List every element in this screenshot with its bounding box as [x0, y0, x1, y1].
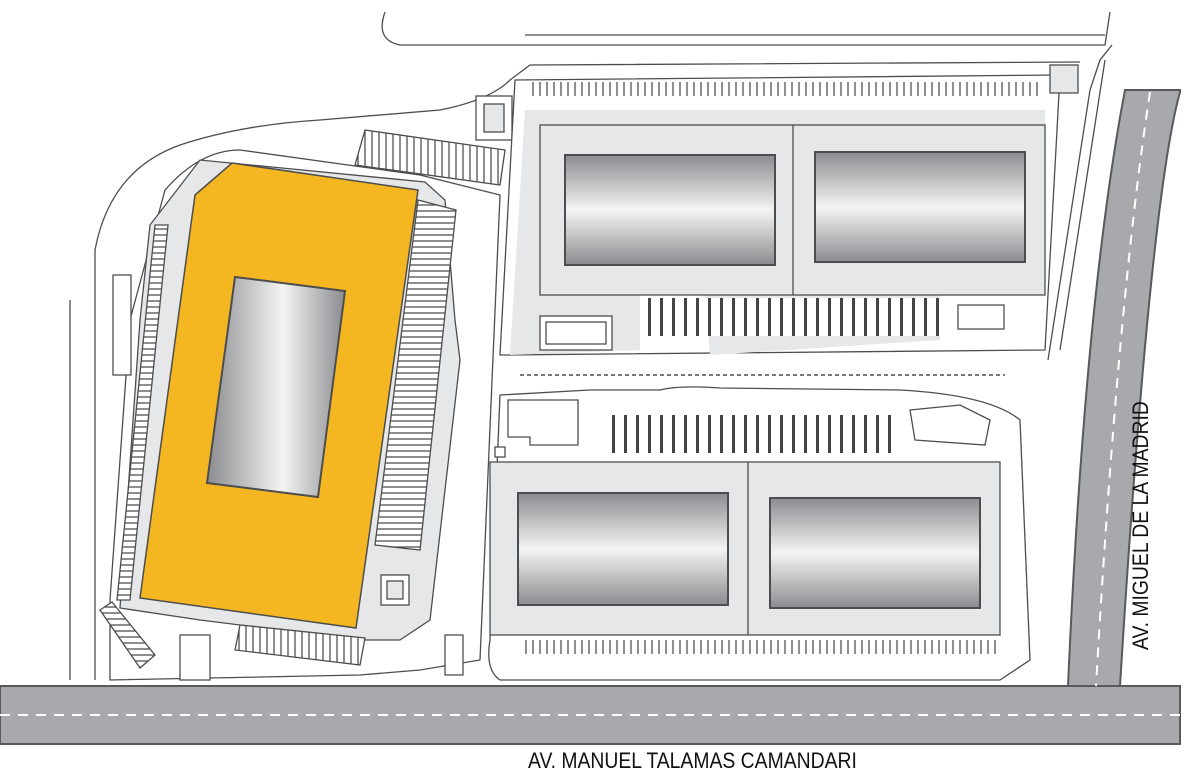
building-bottom-left [517, 492, 729, 606]
top-right-block [499, 64, 1079, 356]
parking-left [116, 224, 169, 601]
bottom-right-block [488, 386, 1031, 681]
street-label-av-manuel-talamas-camandari: AV. MANUEL TALAMAS CAMANDARI [528, 748, 857, 773]
left-site [99, 95, 513, 681]
street-label-av-miguel-de-la-madrid: AV. MIGUEL DE LA MADRID [1128, 401, 1153, 650]
parking-top [354, 129, 506, 186]
parking-top-center [645, 298, 940, 336]
building-bottom-right [769, 497, 981, 609]
parking-right [374, 199, 457, 551]
road-horizontal [0, 685, 1181, 745]
road-vertical [1066, 89, 1181, 687]
parking-bottom-center [605, 415, 897, 453]
anchor-store-building [205, 275, 347, 499]
building-top-right [814, 151, 1026, 263]
building-top-left [564, 154, 776, 266]
parking-bottom [234, 624, 366, 666]
parking-corner [99, 601, 156, 669]
